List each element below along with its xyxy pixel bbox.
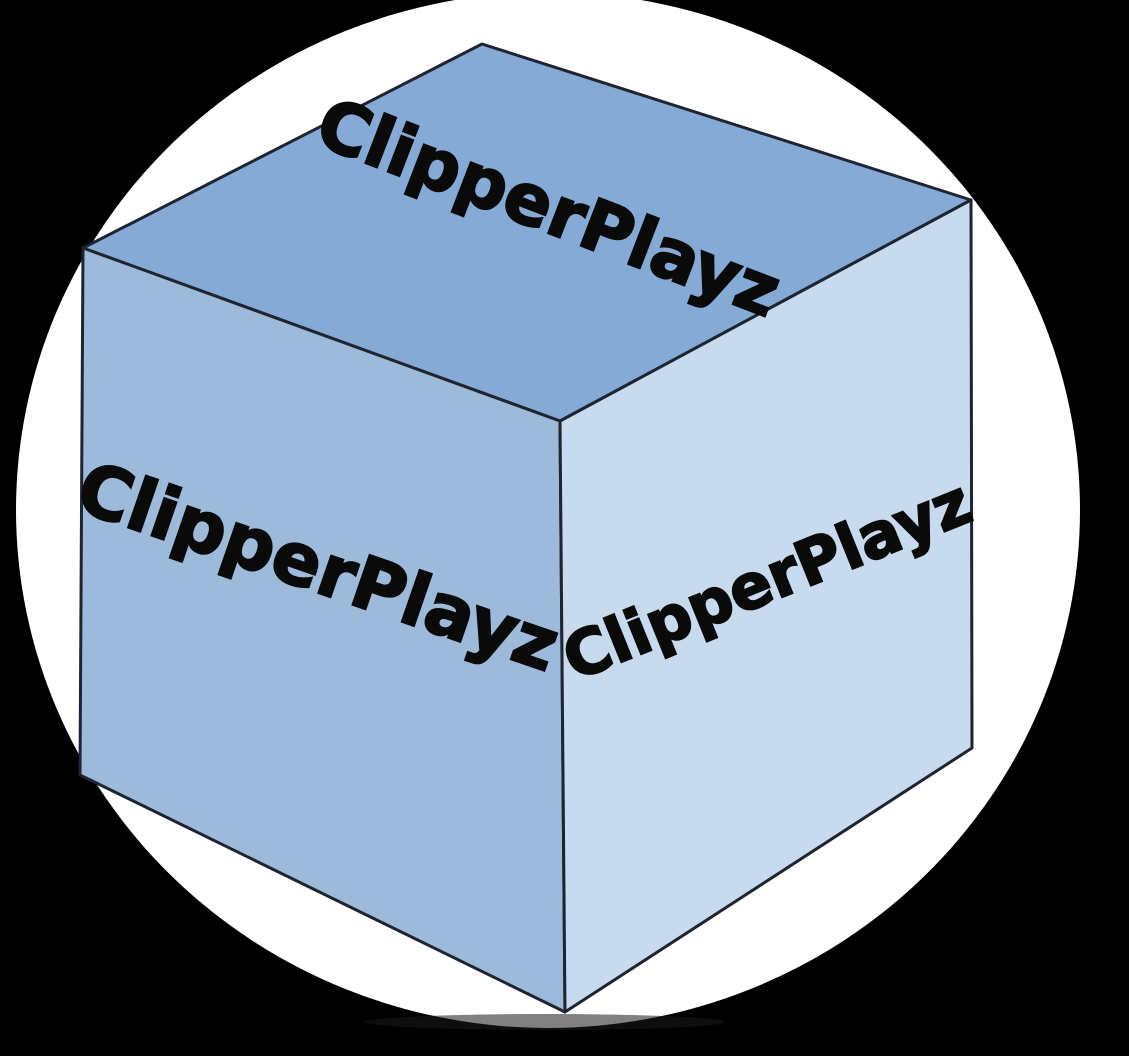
- cube-shadow: [365, 1014, 725, 1030]
- cube-right-face: [558, 198, 974, 1014]
